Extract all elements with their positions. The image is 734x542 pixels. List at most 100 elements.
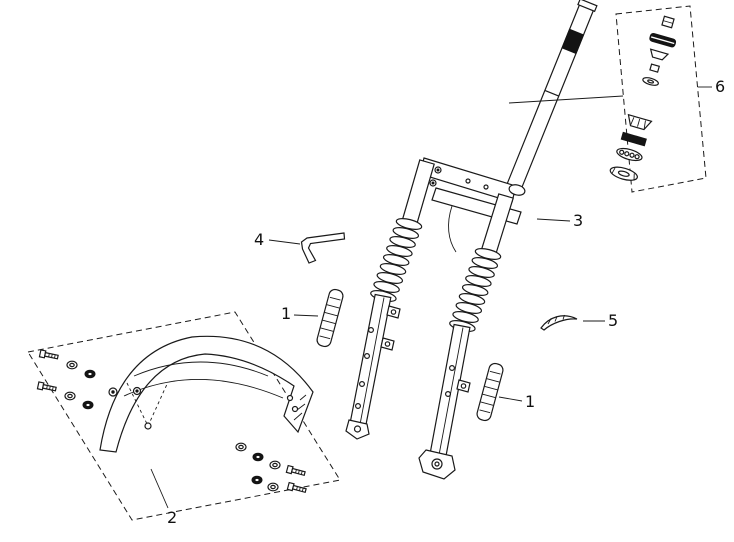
left-fork-boot: [369, 215, 424, 305]
fender-rubber-washer-1: [84, 369, 96, 379]
trim-piece-body: [540, 315, 578, 331]
fender-flap-hatch-3: [293, 412, 303, 421]
leader-line-2: [150, 468, 169, 509]
fender-screw-1: [38, 349, 60, 362]
steering-stem-cap: [577, 0, 598, 13]
clamp-bolt-1-dot: [436, 168, 440, 172]
clamp-bolt-2-dot: [431, 181, 435, 185]
fender-screw-3: [285, 464, 307, 478]
front-fender: [99, 335, 314, 453]
leader-line-1-right: [498, 396, 523, 402]
fender-rubber-washer-2: [82, 400, 94, 410]
pad-hatch: [326, 304, 340, 309]
clamp-rivet-1: [465, 178, 471, 184]
fender-flat-washer-2: [64, 391, 76, 401]
fender-flap-hole-1: [286, 394, 294, 402]
callout-6: 6: [715, 77, 726, 96]
right-fork-tube-highlight: [438, 327, 464, 456]
left-fork-tube-hole-3: [359, 381, 366, 388]
fender-flap-hatch-2: [296, 403, 306, 411]
fender-rubber-washer-3: [252, 452, 264, 462]
fender-edge-hole-dot: [111, 390, 115, 394]
upper-cone-race: [627, 113, 653, 131]
callout-1-right: 1: [525, 392, 536, 411]
callout-4: 4: [254, 230, 265, 249]
section-line: [508, 95, 624, 104]
fender-mount-hole-1-dot: [135, 389, 139, 393]
pad-hatch: [329, 296, 341, 301]
right-fork-tube-hole-1: [449, 365, 456, 372]
callout-5: 5: [608, 311, 619, 330]
left-fork-lug-hole-2: [384, 341, 391, 347]
reflector-pad-left-body: [316, 288, 344, 348]
bearing-kit-dashed-box: [615, 5, 707, 193]
fender-flat-washer-3: [235, 442, 247, 452]
leader-line-1-left: [293, 314, 319, 317]
fender-flat-washer-1: [66, 360, 78, 370]
right-fork-axle-hole-inner: [434, 461, 440, 467]
leader-line-3: [536, 218, 571, 222]
right-fork-tube-hole-2: [445, 391, 452, 398]
spacer-pin: [649, 63, 661, 73]
fender-rubber-washer-4: [251, 475, 263, 485]
pad-hatch: [479, 409, 491, 414]
pad-hatch: [486, 378, 500, 383]
pad-hatch: [320, 327, 334, 332]
callout-2: 2: [167, 508, 178, 527]
fender-kit-dashed-box: [27, 311, 341, 521]
trim-hatch-1: [547, 318, 552, 325]
steering-stem-black-band: [561, 28, 585, 55]
ball-bearing-ring: [616, 147, 643, 162]
stem-base-boss: [508, 184, 526, 196]
front-fork-assembly: [345, 0, 624, 480]
fender-bracket-dashed-line-1: [126, 382, 149, 427]
pad-hatch: [482, 393, 496, 399]
reflector-pad-right: [476, 362, 504, 422]
dust-seal-washer: [649, 32, 677, 48]
hex-wrench: [300, 232, 346, 264]
clamp-rivet-2: [483, 184, 489, 190]
left-fork-lug-hole-1: [390, 309, 397, 315]
pad-hatch: [480, 401, 494, 406]
fender-rib-line-2: [123, 379, 284, 399]
pad-hatch: [324, 311, 338, 317]
thrust-washer: [642, 77, 659, 86]
right-fork-lug-hole: [460, 383, 467, 389]
left-fork-upper-tube: [401, 159, 435, 227]
trim-piece: [540, 314, 578, 331]
cone-washer: [649, 48, 670, 61]
fender-flat-washer-5: [267, 482, 279, 492]
fender-group: [27, 311, 341, 521]
callout-3: 3: [573, 211, 584, 230]
lower-bearing-race: [609, 166, 638, 181]
left-fork-tube-hole-2: [364, 353, 371, 360]
steering-locknut: [661, 15, 675, 29]
pad-hatch: [319, 335, 331, 340]
right-fork-boot: [448, 245, 503, 335]
headlamp-bracket-line: [448, 205, 457, 253]
pad-hatch: [484, 385, 498, 391]
trim-hatch-3: [562, 314, 565, 320]
fender-mount-hole-2: [144, 422, 152, 430]
leader-line-4: [268, 239, 301, 245]
left-fork-tube-highlight: [359, 297, 385, 425]
fender-flat-washer-4: [269, 460, 281, 470]
left-fork-tube-hole-4: [355, 403, 362, 410]
trim-hatch-2: [554, 316, 558, 322]
reflector-pad-left: [316, 288, 344, 348]
fender-bracket-dashed-line-2: [147, 381, 169, 427]
pad-hatch: [322, 319, 336, 325]
reflector-pad-right-body: [476, 362, 504, 422]
fender-flap-hole-2: [291, 405, 299, 413]
pad-hatch: [489, 370, 501, 375]
fender-screw-4: [286, 481, 308, 495]
left-fork-tube-hole-1: [368, 327, 375, 334]
fender-flap-hatch-1: [299, 394, 307, 401]
steering-bearing-kit: [609, 5, 707, 193]
bearing-spacer-band: [620, 131, 647, 147]
left-fork-axle-hole: [353, 425, 362, 433]
steering-stem-joint-line: [544, 89, 560, 97]
fender-rib-line-1: [133, 361, 269, 377]
